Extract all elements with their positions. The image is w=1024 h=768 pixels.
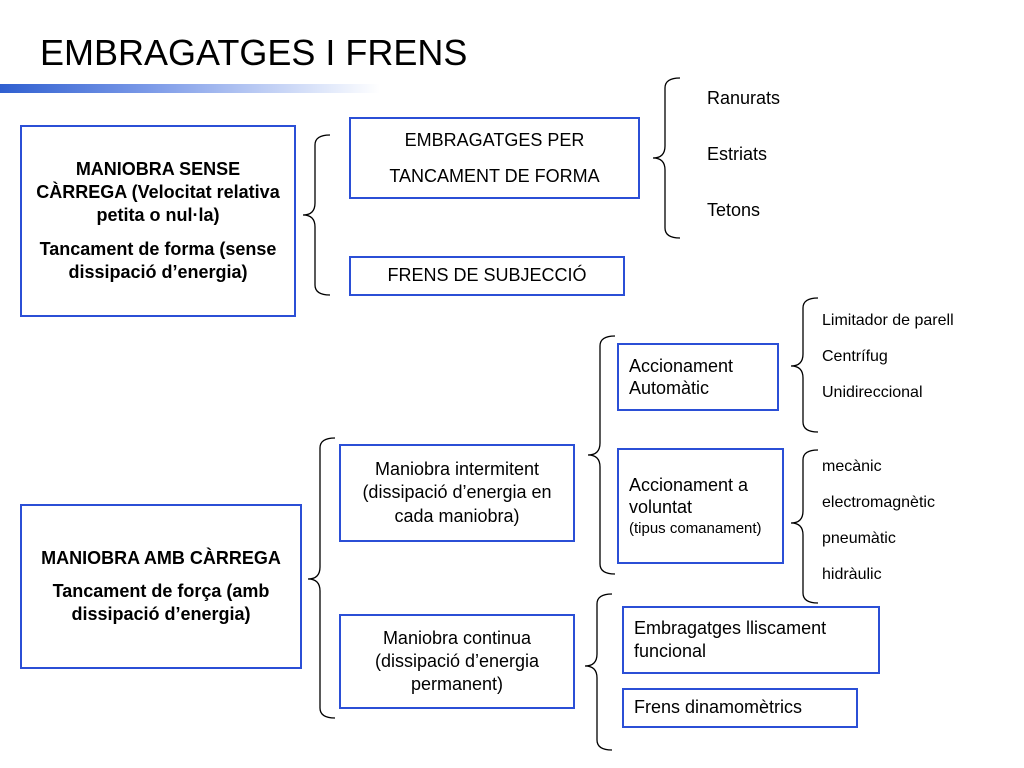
maniobra-amb-carrega-heading: MANIOBRA AMB CÀRREGA: [41, 547, 281, 568]
embragatges-lliscament-box: Embragatges lliscament funcional: [622, 606, 880, 674]
type-ranurats: Ranurats: [707, 88, 781, 108]
accionament-automatic-box: Accionament Automàtic: [617, 343, 779, 411]
embragatges-tancament-forma-box: EMBRAGATGES PER TANCAMENT DE FORMA: [349, 117, 640, 199]
type-mecanic: mecànic: [822, 458, 882, 475]
frens-dinamometrics-label: Frens dinamomètrics: [634, 697, 803, 718]
type-unidireccional: Unidireccional: [822, 384, 923, 401]
embragatges-tancament-forma-line1: EMBRAGATGES PER: [404, 130, 585, 150]
type-pneumatic: pneumàtic: [822, 530, 896, 547]
type-centrifug: Centrífug: [822, 348, 888, 365]
maniobra-amb-carrega-box: MANIOBRA AMB CÀRREGA Tancament de força …: [20, 504, 302, 669]
page-title: EMBRAGATGES I FRENS: [40, 32, 468, 73]
title-underline-bar: [0, 84, 380, 93]
frens-subjeccio-label: FRENS DE SUBJECCIÓ: [387, 265, 587, 286]
embragatges-tancament-forma-line2: TANCAMENT DE FORMA: [389, 166, 600, 186]
frens-subjeccio-box: FRENS DE SUBJECCIÓ: [349, 256, 625, 296]
type-limitador-parell: Limitador de parell: [822, 312, 954, 329]
brace-voluntary: [790, 449, 819, 604]
brace-form-clutches: [652, 77, 681, 239]
embragatges-lliscament-label: Embragatges lliscament funcional: [634, 617, 827, 661]
brace-with-load: [307, 437, 336, 719]
maniobra-intermitent-box: Maniobra intermitent (dissipació d’energ…: [339, 444, 575, 542]
maniobra-amb-carrega-detail: Tancament de força (amb dissipació d’ene…: [52, 580, 270, 625]
maniobra-sense-carrega-box: MANIOBRA SENSE CÀRREGA (Velocitat relati…: [20, 125, 296, 317]
type-hidraulic: hidràulic: [822, 566, 882, 583]
accionament-automatic-label: Accionament Automàtic: [629, 355, 734, 399]
brace-no-load: [302, 134, 331, 296]
accionament-voluntat-box: Accionament a voluntat (tipus comanament…: [617, 448, 784, 564]
frens-dinamometrics-box: Frens dinamomètrics: [622, 688, 858, 728]
type-estriats: Estriats: [707, 144, 768, 164]
type-tetons: Tetons: [707, 200, 761, 220]
maniobra-sense-carrega-detail: Tancament de forma (sense dissipació d’e…: [39, 238, 277, 282]
type-electromagnetic: electromagnètic: [822, 494, 935, 511]
brace-continuous: [584, 593, 613, 751]
brace-intermittent: [587, 335, 616, 575]
maniobra-intermitent-label: Maniobra intermitent (dissipació d’energ…: [362, 459, 552, 526]
accionament-voluntat-note: (tipus comanament): [629, 519, 762, 537]
brace-automatic: [790, 297, 819, 433]
accionament-voluntat-label: Accionament a voluntat: [629, 474, 749, 518]
maniobra-continua-box: Maniobra continua (dissipació d’energia …: [339, 614, 575, 709]
maniobra-sense-carrega-heading: MANIOBRA SENSE CÀRREGA (Velocitat relati…: [36, 159, 280, 226]
maniobra-continua-label: Maniobra continua (dissipació d’energia …: [374, 627, 540, 695]
